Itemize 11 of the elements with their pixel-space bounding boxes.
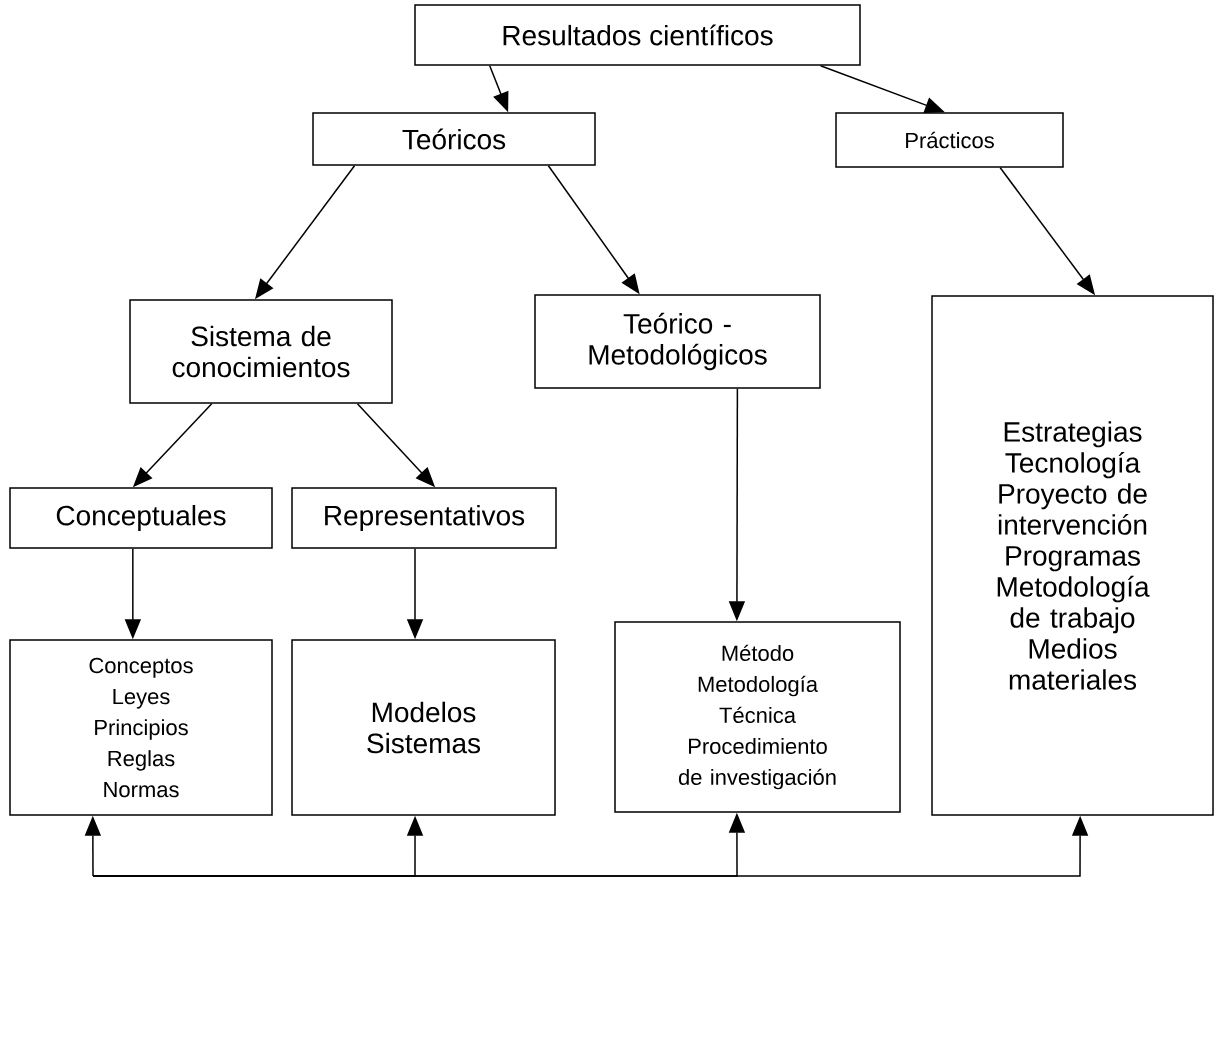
text-box: Conceptuales	[9, 487, 273, 549]
text-box: Conceptos Leyes Principios Reglas Normas	[9, 639, 273, 816]
text-box: Modelos Sistemas	[291, 639, 556, 816]
text-box: Teórico - Metodológicos	[534, 294, 821, 389]
text-box: Prácticos	[835, 112, 1064, 168]
text-box: Representativos	[291, 487, 557, 549]
text-box: Teóricos	[312, 112, 596, 166]
text-box: Estrategias Tecnología Proyecto de intervención Programas Metodología de trabajo Medios materiales	[931, 295, 1214, 816]
text-box: Método Metodología Técnica Procedimiento de investigación	[614, 621, 901, 813]
text-box: Resultados científicos	[414, 4, 861, 66]
text-box: Sistema de conocimientos	[129, 299, 393, 404]
